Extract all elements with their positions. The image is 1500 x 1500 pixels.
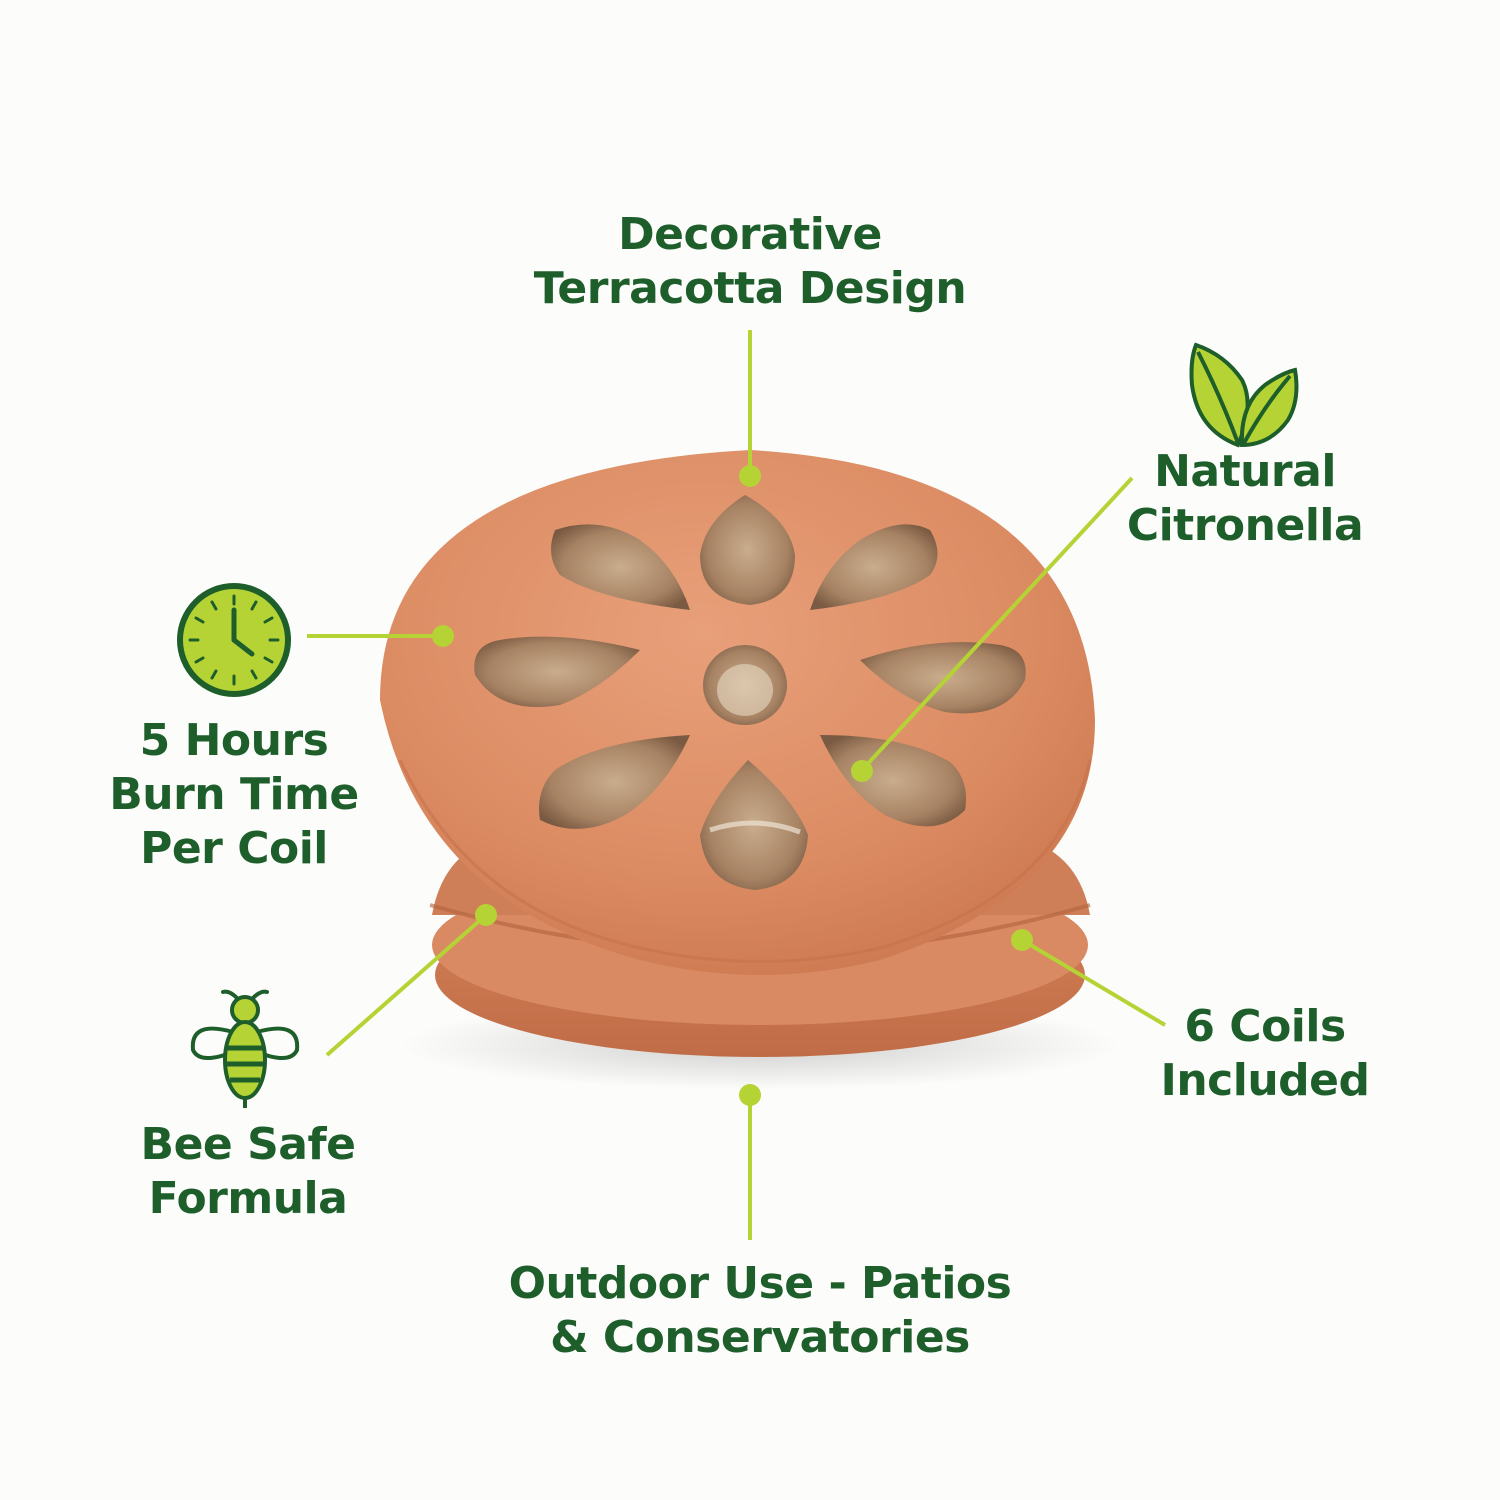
feature-label-outdoor-line1: Outdoor Use - Patios [508,1258,1012,1309]
feature-label-citronella: Natural Citronella [1110,445,1380,553]
clock-icon [177,583,291,697]
callout-line-coils [1020,938,1167,1027]
feature-label-burn-time-line3: Per Coil [140,823,328,874]
callout-dot-burn-time [432,625,454,647]
petal-cutout [474,636,640,707]
feature-label-coils-line2: Included [1160,1055,1370,1106]
petal-cutout [860,642,1026,714]
feature-label-burn-time-line2: Burn Time [109,769,359,820]
feature-label-design-line1: Decorative [618,209,882,260]
callout-line-citronella [860,476,1134,772]
callout-lines [307,330,1167,1240]
feature-label-bee-safe-line1: Bee Safe [140,1119,356,1170]
bee-icon [190,989,300,1108]
feature-label-citronella-line1: Natural [1154,446,1336,497]
feature-label-outdoor-line2: & Conservatories [550,1312,970,1363]
feature-label-burn-time-line1: 5 Hours [139,715,329,766]
petal-cutout [820,735,966,827]
feature-label-bee-safe-line2: Formula [148,1173,348,1224]
petal-cutout [700,495,795,605]
feature-label-bee-safe: Bee Safe Formula [118,1118,378,1226]
petal-cutout [551,524,690,610]
leaf-icon [1189,342,1299,448]
feature-label-design: Decorative Terracotta Design [500,208,1000,316]
callout-dot-coils [1011,929,1033,951]
petal-cutout [810,524,938,610]
feature-label-burn-time: 5 Hours Burn Time Per Coil [94,714,374,876]
callout-dot-design [739,465,761,487]
callout-dot-bee-safe [475,904,497,926]
petal-cutout [539,735,690,829]
feature-label-citronella-line2: Citronella [1126,500,1364,551]
callout-line-bee-safe [325,913,488,1057]
petal-cutouts [474,495,1026,890]
feature-label-outdoor: Outdoor Use - Patios & Conservatories [470,1257,1050,1365]
feature-label-coils: 6 Coils Included [1140,1000,1390,1108]
feature-label-design-line2: Terracotta Design [533,263,967,314]
feature-label-coils-line1: 6 Coils [1184,1001,1346,1052]
callout-dot-outdoor [739,1084,761,1106]
callout-dots [432,465,1033,1106]
callout-dot-citronella [851,760,873,782]
